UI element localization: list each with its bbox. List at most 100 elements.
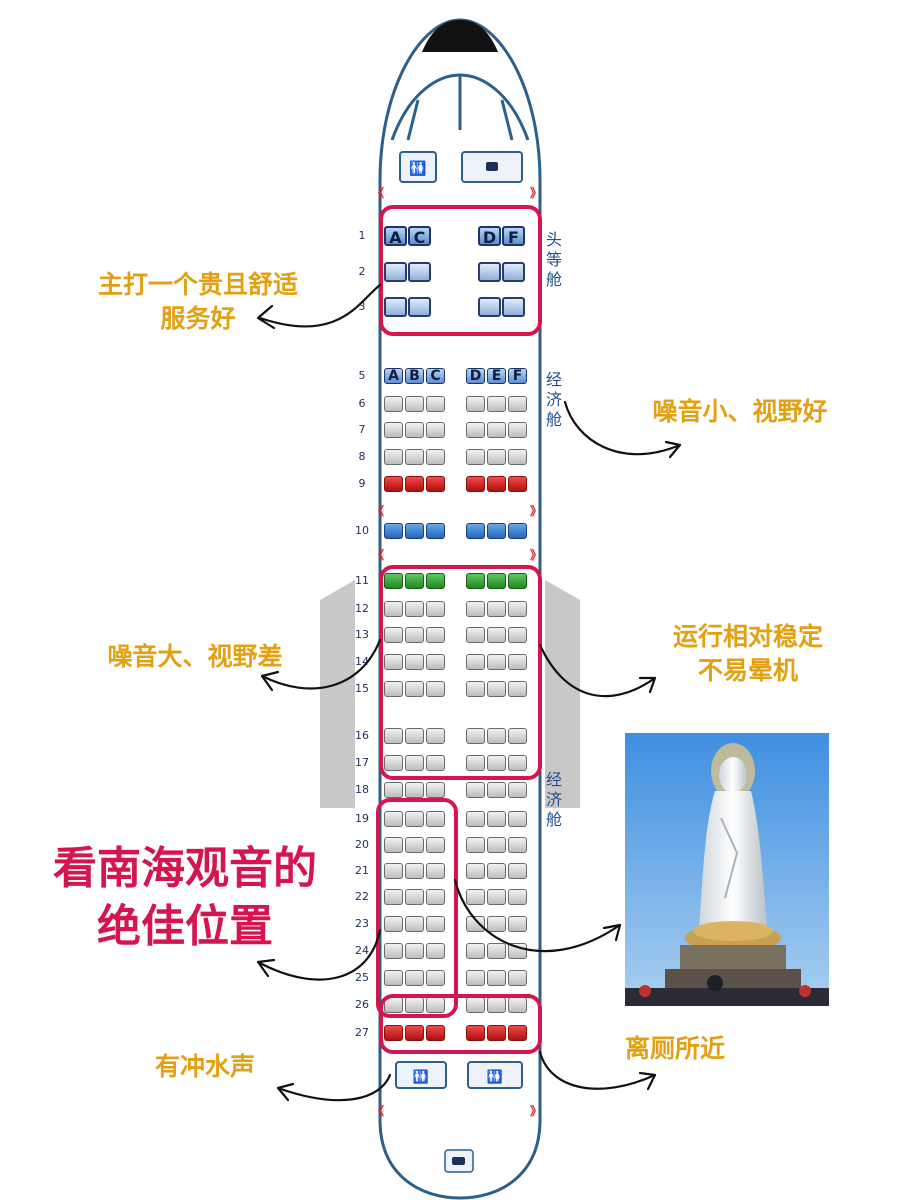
seat-economy[interactable] (508, 523, 527, 539)
seat-first-class[interactable] (408, 262, 431, 282)
seat-economy[interactable] (405, 449, 424, 465)
seat-economy[interactable] (508, 916, 527, 932)
seat-economy[interactable] (466, 943, 485, 959)
seat-economy[interactable] (508, 889, 527, 905)
seat-economy[interactable] (426, 755, 445, 771)
seat-economy[interactable]: E (487, 368, 506, 384)
seat-economy[interactable] (466, 889, 485, 905)
seat-economy[interactable] (405, 627, 424, 643)
seat-economy[interactable] (508, 1025, 527, 1041)
seat-economy[interactable] (466, 396, 485, 412)
seat-economy[interactable] (426, 601, 445, 617)
seat-economy[interactable] (384, 476, 403, 492)
seat-economy[interactable] (508, 422, 527, 438)
seat-economy[interactable] (405, 889, 424, 905)
seat-economy[interactable] (487, 782, 506, 798)
seat-first-class[interactable]: C (408, 226, 431, 247)
seat-economy[interactable] (466, 916, 485, 932)
seat-economy[interactable] (466, 573, 485, 589)
seat-economy[interactable] (384, 396, 403, 412)
seat-economy[interactable] (405, 728, 424, 744)
seat-economy[interactable] (405, 943, 424, 959)
seat-economy[interactable] (426, 422, 445, 438)
seat-economy[interactable]: B (405, 368, 424, 384)
seat-economy[interactable] (487, 422, 506, 438)
seat-economy[interactable] (384, 970, 403, 986)
seat-economy[interactable] (384, 916, 403, 932)
seat-economy[interactable] (384, 837, 403, 853)
seat-economy[interactable] (466, 728, 485, 744)
seat-economy[interactable] (405, 811, 424, 827)
seat-economy[interactable] (426, 573, 445, 589)
seat-economy[interactable] (466, 601, 485, 617)
seat-economy[interactable] (405, 396, 424, 412)
seat-economy[interactable] (466, 837, 485, 853)
seat-economy[interactable] (508, 943, 527, 959)
seat-economy[interactable] (405, 782, 424, 798)
seat-economy[interactable] (487, 573, 506, 589)
seat-economy[interactable] (405, 1025, 424, 1041)
seat-economy[interactable] (487, 449, 506, 465)
seat-economy[interactable] (466, 755, 485, 771)
seat-economy[interactable] (508, 476, 527, 492)
seat-economy[interactable] (384, 728, 403, 744)
seat-economy[interactable] (405, 755, 424, 771)
seat-economy[interactable] (466, 863, 485, 879)
seat-economy[interactable] (426, 449, 445, 465)
seat-economy[interactable] (487, 889, 506, 905)
seat-economy[interactable] (508, 654, 527, 670)
seat-economy[interactable] (426, 916, 445, 932)
seat-economy[interactable] (508, 837, 527, 853)
seat-economy[interactable] (426, 782, 445, 798)
seat-economy[interactable] (487, 601, 506, 617)
seat-first-class[interactable] (384, 262, 407, 282)
seat-economy[interactable] (384, 863, 403, 879)
seat-economy[interactable] (466, 523, 485, 539)
seat-economy[interactable]: D (466, 368, 485, 384)
seat-economy[interactable] (426, 627, 445, 643)
seat-economy[interactable] (384, 681, 403, 697)
seat-economy[interactable] (508, 573, 527, 589)
seat-economy[interactable] (466, 811, 485, 827)
seat-economy[interactable] (487, 811, 506, 827)
seat-economy[interactable] (426, 837, 445, 853)
seat-economy[interactable] (384, 889, 403, 905)
seat-economy[interactable] (405, 422, 424, 438)
seat-economy[interactable] (466, 681, 485, 697)
seat-economy[interactable] (466, 449, 485, 465)
seat-economy[interactable] (384, 422, 403, 438)
seat-economy[interactable] (405, 681, 424, 697)
seat-economy[interactable] (508, 863, 527, 879)
seat-economy[interactable] (426, 889, 445, 905)
seat-economy[interactable] (384, 782, 403, 798)
seat-economy[interactable] (466, 422, 485, 438)
seat-economy[interactable]: F (508, 368, 527, 384)
seat-economy[interactable] (487, 916, 506, 932)
seat-economy[interactable] (426, 476, 445, 492)
seat-economy[interactable] (487, 476, 506, 492)
seat-economy[interactable] (508, 396, 527, 412)
seat-economy[interactable] (405, 654, 424, 670)
seat-economy[interactable] (405, 916, 424, 932)
seat-economy[interactable] (426, 654, 445, 670)
seat-economy[interactable] (487, 970, 506, 986)
seat-first-class[interactable]: D (478, 226, 501, 247)
seat-economy[interactable] (466, 654, 485, 670)
seat-economy[interactable] (426, 523, 445, 539)
seat-economy[interactable] (384, 943, 403, 959)
seat-economy[interactable] (405, 573, 424, 589)
seat-economy[interactable] (508, 970, 527, 986)
seat-economy[interactable] (487, 396, 506, 412)
seat-economy[interactable] (426, 970, 445, 986)
seat-economy[interactable] (405, 523, 424, 539)
seat-first-class[interactable] (502, 297, 525, 317)
seat-economy[interactable] (405, 601, 424, 617)
seat-economy[interactable] (405, 970, 424, 986)
seat-economy[interactable]: A (384, 368, 403, 384)
seat-first-class[interactable] (408, 297, 431, 317)
seat-first-class[interactable] (384, 297, 407, 317)
seat-economy[interactable] (487, 755, 506, 771)
seat-economy[interactable] (487, 863, 506, 879)
seat-economy[interactable] (384, 449, 403, 465)
seat-economy[interactable] (487, 1025, 506, 1041)
